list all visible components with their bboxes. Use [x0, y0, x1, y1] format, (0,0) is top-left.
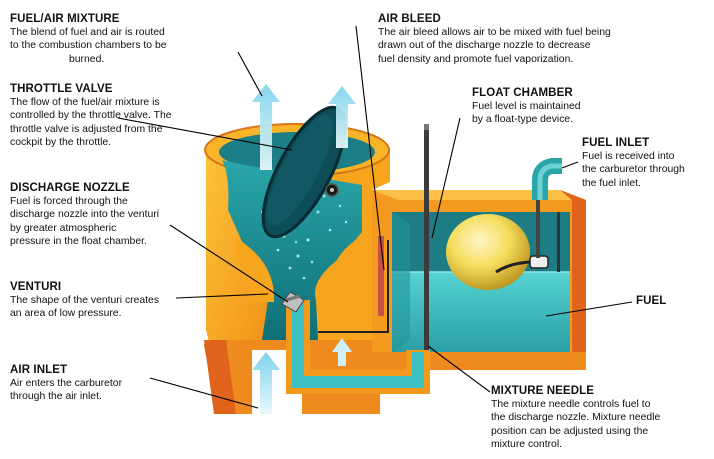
label-line: mixture control.: [491, 439, 563, 451]
label-air-bleed: AIR BLEED The air bleed allows air to be…: [378, 13, 678, 66]
label-line: controlled by the throttle valve. The: [10, 110, 172, 122]
leader-discharge-nozzle: [169, 224, 289, 303]
airflow-arrows: [252, 84, 356, 414]
float-chamber: [372, 124, 586, 370]
label-title: AIR BLEED: [378, 13, 441, 25]
label-line: Fuel is forced through the: [10, 196, 128, 207]
label-venturi: VENTURI The shape of the venturi creates…: [10, 281, 210, 321]
label-line: The blend of fuel and air is routed: [10, 27, 165, 38]
label-float-chamber: FLOAT CHAMBER Fuel level is maintained b…: [472, 87, 672, 127]
leader-fuel-air-mixture: [237, 51, 263, 97]
label-line: Fuel is received into: [582, 151, 675, 162]
label-line: Fuel level is maintained: [472, 101, 581, 112]
label-line: burned.: [69, 53, 105, 65]
leader-lines: [117, 25, 633, 409]
label-line: by greater atmospheric: [10, 222, 117, 234]
label-title: FUEL/AIR MIXTURE: [10, 13, 120, 25]
leader-fuel-inlet: [561, 161, 579, 169]
leader-throttle-valve: [117, 117, 293, 151]
label-line: throttle valve is adjusted from the: [10, 123, 163, 135]
label-air-inlet: AIR INLET Air enters the carburetor thro…: [10, 364, 210, 404]
label-title: MIXTURE NEEDLE: [491, 385, 594, 397]
leader-venturi: [175, 293, 269, 299]
label-line: The shape of the venturi creates: [10, 295, 160, 306]
label-line: through the air inlet.: [10, 391, 102, 403]
label-line: the discharge nozzle. Mixture needle: [491, 412, 661, 424]
label-line: the carburetor through: [582, 164, 685, 176]
label-line: fuel density and promote fuel vaporizati…: [378, 53, 574, 65]
label-line: discharge nozzle into the venturi: [10, 209, 160, 221]
label-title: DISCHARGE NOZZLE: [10, 182, 130, 194]
label-line: to the combustion chambers to be: [10, 40, 167, 52]
label-line: the fuel inlet.: [582, 177, 641, 189]
label-discharge-nozzle: DISCHARGE NOZZLE Fuel is forced through …: [10, 182, 210, 249]
leader-mixture-needle: [427, 345, 491, 393]
label-line: pressure in the float chamber.: [10, 236, 147, 248]
label-line: an area of low pressure.: [10, 308, 122, 320]
fuel-passage: [281, 236, 430, 394]
label-title: AIR INLET: [10, 364, 68, 376]
label-mixture-needle: MIXTURE NEEDLE The mixture needle contro…: [491, 385, 706, 452]
leader-fuel: [545, 301, 633, 317]
label-fuel-inlet: FUEL INLET Fuel is received into the car…: [582, 137, 712, 190]
label-fuel-air-mixture: FUEL/AIR MIXTURE The blend of fuel and a…: [10, 13, 230, 66]
label-line: cockpit by the throttle.: [10, 137, 112, 149]
label-line: position can be adjusted using the: [491, 425, 649, 437]
label-line: The mixture needle controls fuel to: [491, 399, 651, 410]
label-fuel: FUEL: [636, 295, 706, 308]
label-line: The flow of the fuel/air mixture is: [10, 97, 160, 108]
leader-float-chamber: [431, 117, 461, 239]
label-title: FUEL INLET: [582, 137, 650, 149]
leader-air-bleed: [355, 25, 385, 271]
label-title: VENTURI: [10, 281, 62, 293]
fuel-inlet-pipe: [532, 158, 562, 200]
label-line: Air enters the carburetor: [10, 378, 123, 389]
label-line: by a float-type device.: [472, 114, 574, 126]
label-title: THROTTLE VALVE: [10, 83, 113, 95]
leader-air-inlet: [149, 377, 259, 409]
label-line: The air bleed allows air to be mixed wit…: [378, 27, 611, 38]
label-throttle-valve: THROTTLE VALVE The flow of the fuel/air …: [10, 83, 210, 150]
label-line: drawn out of the discharge nozzle to dec…: [378, 40, 591, 52]
label-title: FLOAT CHAMBER: [472, 87, 573, 99]
label-title: FUEL: [636, 295, 667, 307]
